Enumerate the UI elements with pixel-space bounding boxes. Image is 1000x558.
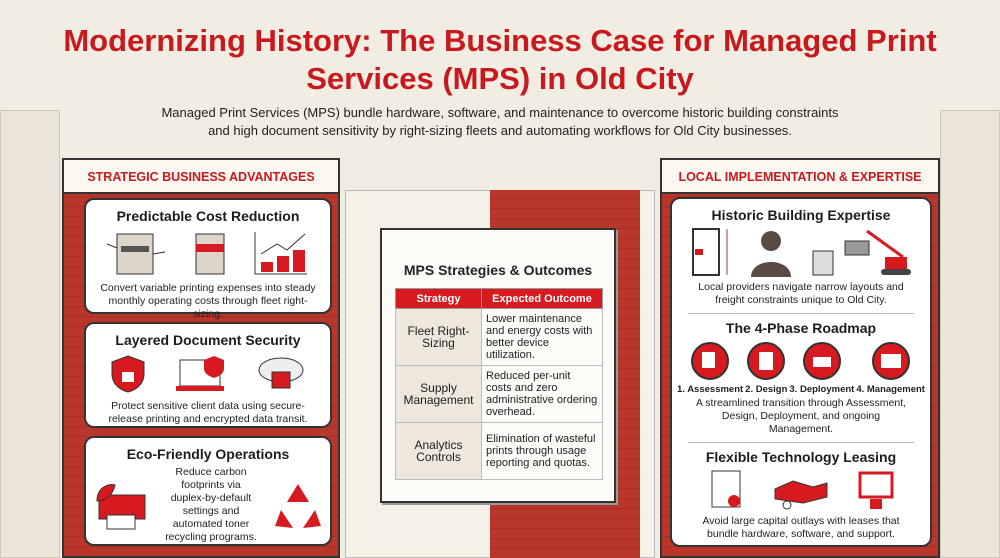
card-document-security: Layered Document Security Protect sensit… <box>84 322 332 428</box>
page-subtitle: Managed Print Services (MPS) bundle hard… <box>161 105 839 138</box>
cloud-lock-icon <box>258 357 304 389</box>
printer-crane-icon <box>812 229 911 276</box>
left-panel-heading: STRATEGIC BUSINESS ADVANTAGES <box>64 160 338 194</box>
expertise-title: Historic Building Expertise <box>711 207 891 223</box>
person-icon <box>751 231 791 277</box>
phase-assessment: 1. Assessment <box>677 342 743 395</box>
card-title: Predictable Cost Reduction <box>116 208 300 224</box>
expertise-text: Local providers navigate narrow layouts … <box>698 281 904 306</box>
leasing-title: Flexible Technology Leasing <box>705 449 897 465</box>
card-title: Eco-Friendly Operations <box>126 446 290 462</box>
local-expertise-card: Historic Building Expertise Local provid… <box>670 197 932 547</box>
strategy-cell: Fleet Right-Sizing <box>395 308 482 366</box>
card-text: Protect sensitive client data using secu… <box>108 400 308 425</box>
laptop-shield-icon <box>176 356 224 391</box>
strategy-cell: Supply Management <box>395 365 482 423</box>
floor-plan-icon <box>692 228 728 276</box>
roadmap-text: A streamlined transition through Assessm… <box>695 397 907 435</box>
right-panel-heading: LOCAL IMPLEMENTATION & EXPERTISE <box>662 160 938 194</box>
clipboard-icon <box>747 342 786 380</box>
cost-chart-icon <box>254 232 307 275</box>
outcome-cell: Elimination of wasteful prints through u… <box>481 422 603 480</box>
card-eco-friendly: Eco-Friendly Operations Reduce carbon fo… <box>84 436 332 546</box>
roadmap-title: The 4-Phase Roadmap <box>725 320 877 336</box>
printer-icon <box>195 233 225 275</box>
recycle-icon <box>275 484 321 528</box>
outcome-cell: Reduced per-unit costs and zero administ… <box>481 365 603 423</box>
magnifier-document-icon <box>691 342 730 380</box>
strategy-cell: Analytics Controls <box>395 422 482 480</box>
phase-deployment: 3. Deployment <box>789 342 854 395</box>
background-building-right <box>940 110 1000 558</box>
divider <box>688 442 914 443</box>
copier-icon <box>107 233 166 275</box>
outcome-cell: Lower maintenance and energy costs with … <box>481 308 603 366</box>
table-title: MPS Strategies & Outcomes <box>403 262 593 278</box>
card-cost-reduction: Predictable Cost Reduction Convert varia… <box>84 198 332 320</box>
devices-icon <box>858 471 894 509</box>
card-title: Layered Document Security <box>115 332 301 348</box>
printer-icon <box>802 342 841 380</box>
leasing-text: Avoid large capital outlays with leases … <box>702 515 900 540</box>
lease-document-icon <box>711 470 741 508</box>
card-text: Convert variable printing expenses into … <box>100 282 316 320</box>
divider <box>688 313 914 314</box>
eco-printer-icon <box>96 484 146 530</box>
handshake-keys-icon <box>774 480 828 510</box>
phase-management: 4. Management <box>856 342 925 395</box>
background-building-left <box>0 110 60 558</box>
monitor-chart-icon <box>871 342 910 380</box>
page-title: Modernizing History: The Business Case f… <box>63 23 937 96</box>
column-header: Strategy <box>395 288 482 309</box>
column-header: Expected Outcome <box>481 288 603 309</box>
card-text: Reduce carbon footprints via duplex-by-d… <box>165 466 257 543</box>
phase-design: 2. Design <box>745 342 787 395</box>
shield-lock-icon <box>111 355 145 393</box>
